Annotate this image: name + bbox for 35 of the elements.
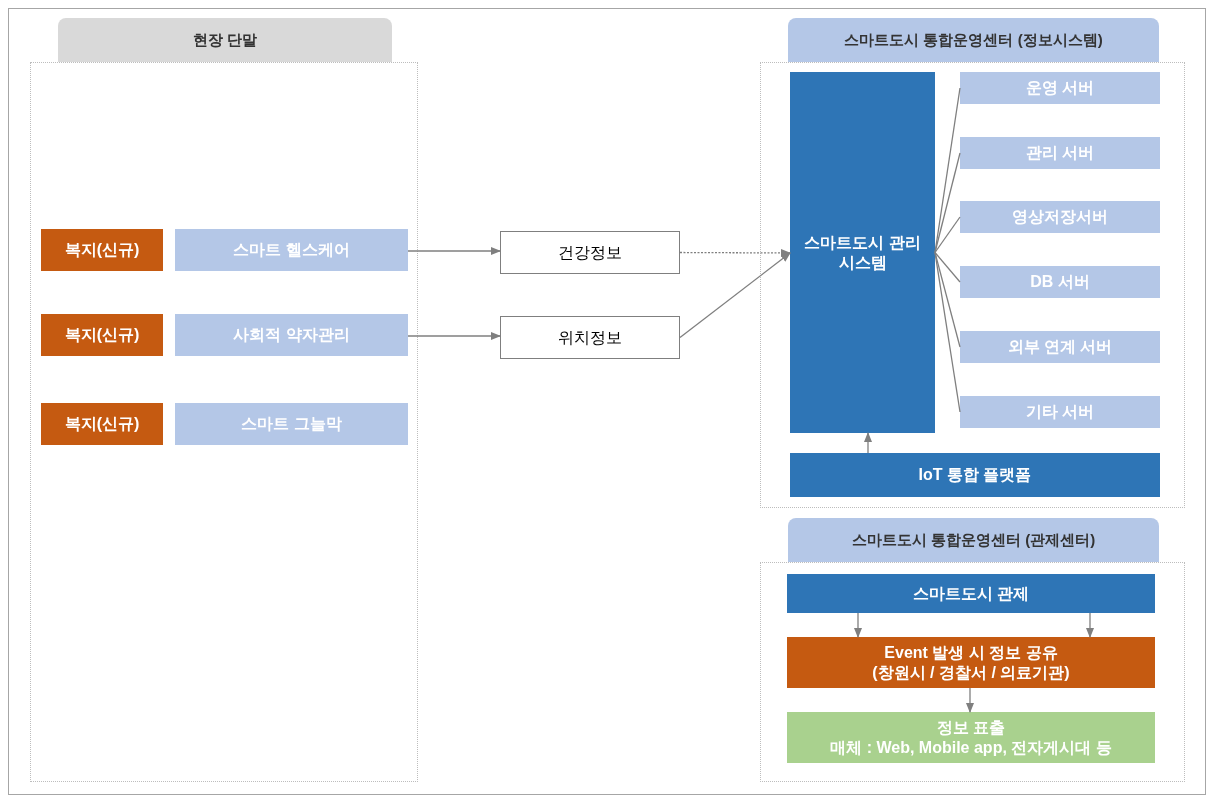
process-box: 복지(신규) <box>41 314 163 356</box>
connector-line <box>934 87 961 254</box>
process-box: 관리 서버 <box>960 137 1160 169</box>
process-box: 위치정보 <box>500 316 680 359</box>
arrow <box>407 332 501 340</box>
process-box: 정보 표출 매체 : Web, Mobile app, 전자게시대 등 <box>787 712 1155 763</box>
arrow <box>679 248 791 257</box>
process-box: 영상저장서버 <box>960 201 1160 233</box>
arrow <box>679 252 791 339</box>
process-box: 건강정보 <box>500 231 680 274</box>
process-box: 복지(신규) <box>41 229 163 271</box>
arrow <box>1086 612 1094 638</box>
arrow <box>407 247 501 255</box>
process-box: DB 서버 <box>960 266 1160 298</box>
process-box: Event 발생 시 정보 공유 (창원시 / 경찰서 / 의료기관) <box>787 637 1155 688</box>
process-box: IoT 통합 플랫폼 <box>790 453 1160 497</box>
panel-header: 스마트도시 통합운영센터 (관제센터) <box>788 518 1159 562</box>
arrow <box>864 432 872 454</box>
process-box: 스마트도시 관리 시스템 <box>790 72 935 433</box>
process-box: 운영 서버 <box>960 72 1160 104</box>
process-box: 스마트 헬스케어 <box>175 229 408 271</box>
arrow <box>854 612 862 638</box>
connector-line <box>934 152 961 254</box>
process-box: 사회적 약자관리 <box>175 314 408 356</box>
process-box: 복지(신규) <box>41 403 163 445</box>
connector-line <box>934 251 961 283</box>
process-box: 외부 연계 서버 <box>960 331 1160 363</box>
panel-header: 현장 단말 <box>58 18 392 62</box>
process-box: 기타 서버 <box>960 396 1160 428</box>
arrow <box>966 687 974 713</box>
connector-line <box>934 251 961 413</box>
process-box: 스마트도시 관제 <box>787 574 1155 613</box>
connector-line <box>934 216 961 254</box>
process-box: 스마트 그늘막 <box>175 403 408 445</box>
panel-header: 스마트도시 통합운영센터 (정보시스템) <box>788 18 1159 62</box>
